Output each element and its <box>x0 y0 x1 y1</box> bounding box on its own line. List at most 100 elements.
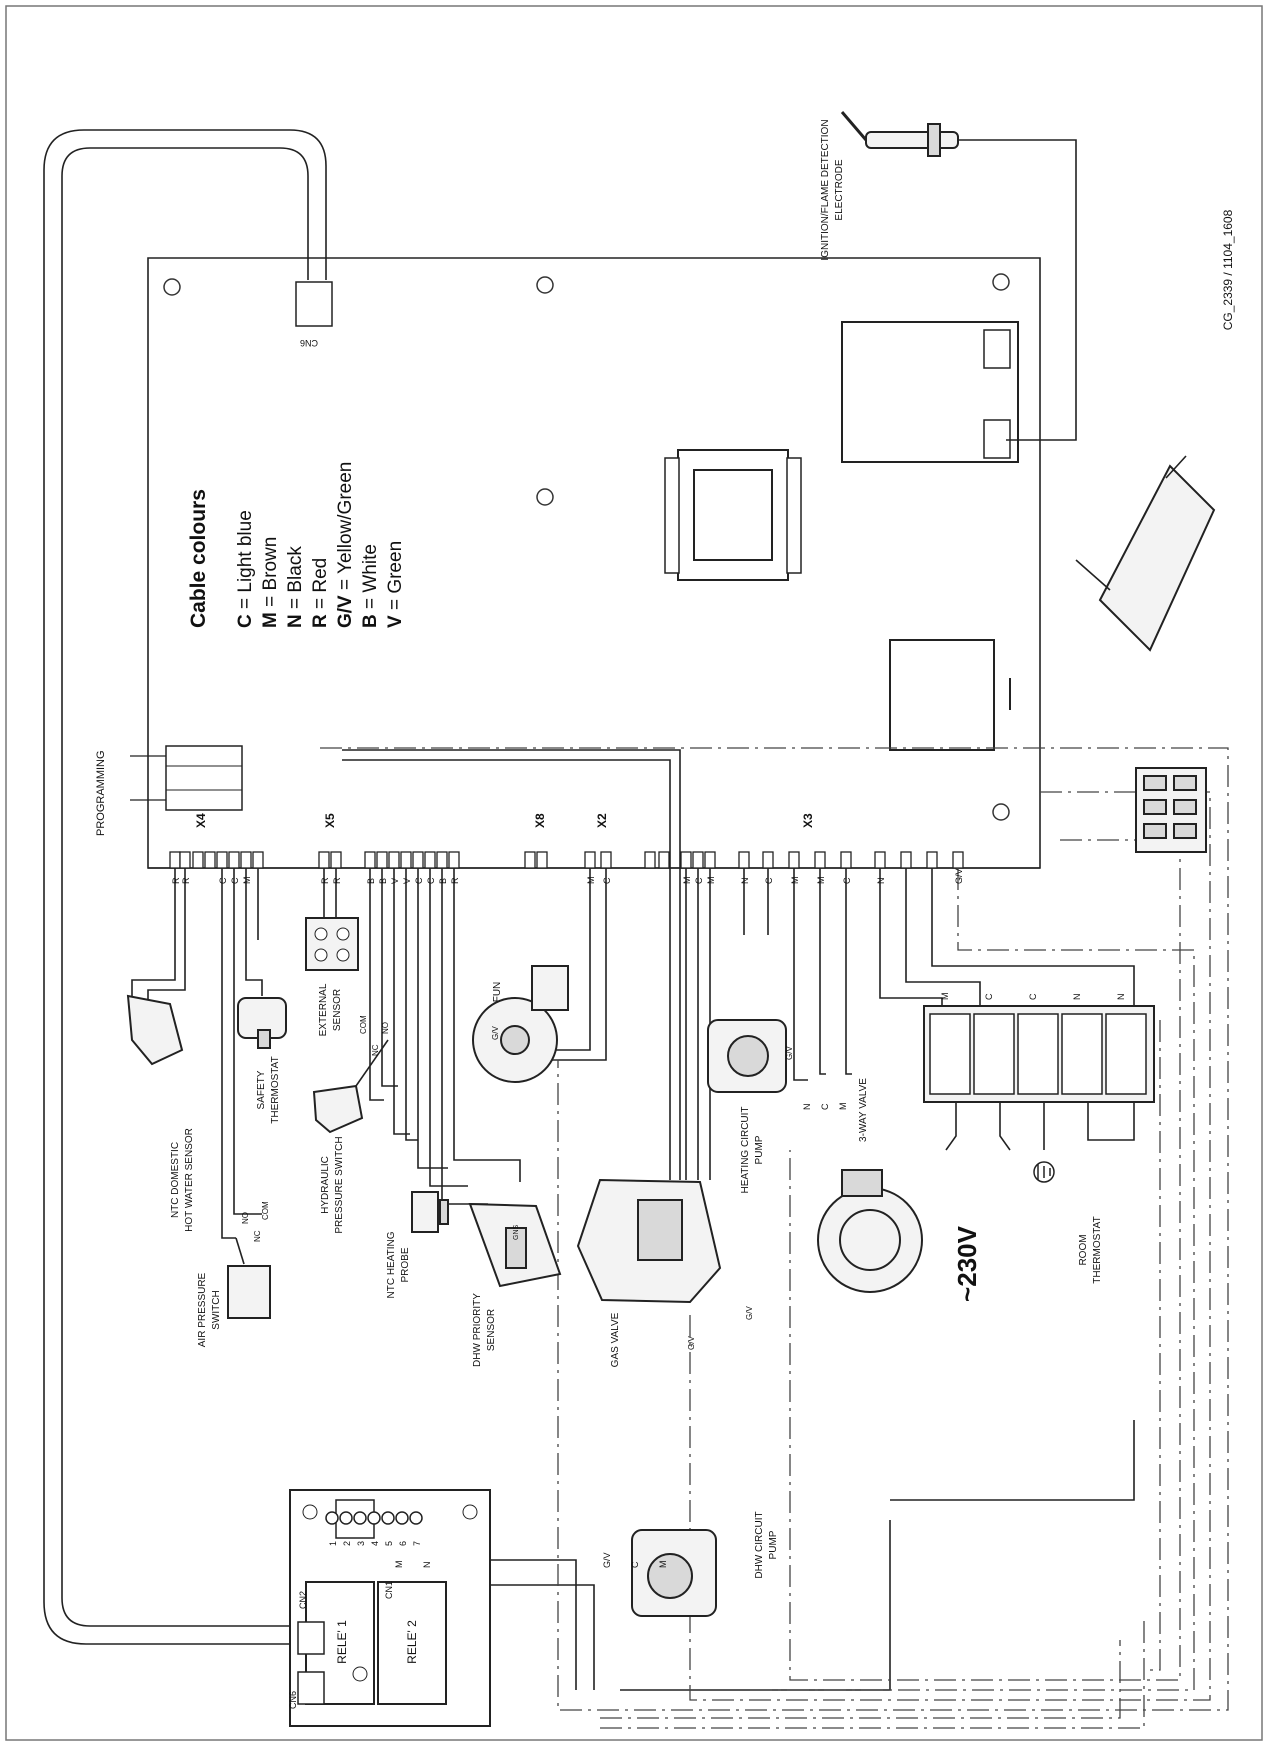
safety-thermostat-label-2: THERMOSTAT <box>270 1056 281 1123</box>
connector-pin <box>228 851 240 869</box>
connector-pin <box>762 851 774 869</box>
contact-label: NC <box>253 1230 262 1242</box>
relay-terminal <box>325 1511 339 1525</box>
cn6-connector <box>295 281 333 327</box>
wire-code-x3: C <box>694 877 704 884</box>
valve-terminal-code: C <box>984 993 994 1000</box>
gas-valve <box>576 1178 722 1304</box>
mounting-hole <box>992 803 1010 821</box>
cn6-cable <box>61 147 309 1627</box>
room-thermostat-label-2: THERMOSTAT <box>1092 1216 1103 1283</box>
rele2-label: RELE' 2 <box>405 1620 419 1664</box>
relay-terminal <box>353 1511 367 1525</box>
contact-label: NC <box>371 1044 380 1056</box>
wire-code-x2: C <box>602 877 612 884</box>
valve-terminal-code: N <box>1072 994 1082 1001</box>
connector-pin <box>216 851 228 869</box>
wire-code-x5: B <box>366 878 376 884</box>
programming-label: PROGRAMMING <box>95 750 107 836</box>
pump-terminal-code: M <box>838 1103 848 1111</box>
contact-label: NO <box>381 1022 390 1034</box>
wire-code-x4: C <box>218 877 228 884</box>
ntc-heating-probe <box>411 1191 449 1233</box>
connector-pin <box>448 851 460 869</box>
contact-label: NO <box>241 1212 250 1224</box>
legend-entry: N = Black <box>285 546 306 628</box>
burner-bracket <box>1075 455 1216 652</box>
pump-terminal-code: C <box>820 1103 830 1110</box>
connector-pin <box>680 851 692 869</box>
connector-pin <box>169 851 181 869</box>
connector-pin <box>900 851 912 869</box>
wire-code-x5: B <box>378 878 388 884</box>
connector-pin <box>204 851 216 869</box>
relay-terminal-number: 4 <box>370 1541 380 1546</box>
gv-label: G/V <box>745 1306 754 1320</box>
safety-thermostat <box>237 997 287 1049</box>
room-thermostat-label: ROOM <box>1078 1234 1089 1265</box>
connector-pins <box>169 851 964 869</box>
relay-terminal <box>395 1511 409 1525</box>
connector-pin <box>600 851 612 869</box>
wire-code-x3: M <box>790 877 800 885</box>
wire-code-x5: V <box>390 878 400 884</box>
dhw-priority-sensor <box>468 1202 562 1288</box>
connector-x8-label: X8 <box>533 813 547 828</box>
wire-code-x3: N <box>876 878 886 885</box>
connector-pin <box>840 851 852 869</box>
connector-pin <box>874 851 886 869</box>
dhw-terminal-code: G/V <box>602 1552 612 1568</box>
relay-terminal-number: 2 <box>342 1541 352 1546</box>
fan <box>472 965 569 1083</box>
wire-code-x5: R <box>450 877 460 884</box>
earth-terminal-block <box>1135 767 1207 853</box>
ignition-electrode <box>840 111 1077 441</box>
wire-code-x3: M <box>682 877 692 885</box>
relay-terminal-number: 5 <box>384 1541 394 1546</box>
hydraulic-pressure-switch <box>312 1039 389 1134</box>
wire-code-x4: M <box>242 877 252 885</box>
mounting-hole <box>992 273 1010 291</box>
cn6-label: CN6 <box>300 338 318 348</box>
drawing-code: CG_2339 / 1104_1608 <box>1221 209 1235 330</box>
ntc-domestic-hot-water-sensor <box>126 994 184 1066</box>
contact-label: COM <box>359 1015 368 1034</box>
wire-code-x2: M <box>586 877 596 885</box>
external-sensor-label: EXTERNAL <box>318 983 329 1036</box>
main-control-board: CN6 PROGRAMMING X4 X5 X8 X2 X3 <box>95 257 1041 869</box>
gv-label: G/V <box>785 1046 794 1060</box>
connector-pin <box>330 851 342 869</box>
connector-pin <box>738 851 750 869</box>
air-pressure-switch <box>227 1237 271 1319</box>
heating-pump-label: HEATING CIRCUIT <box>740 1106 751 1193</box>
relay-terminal-number: 6 <box>398 1541 408 1546</box>
connector-pin <box>536 851 548 869</box>
relay-terminal-number: 7 <box>412 1541 422 1546</box>
cn2-label: CN2 <box>298 1591 308 1609</box>
connector-pin <box>376 851 388 869</box>
relay-terminal <box>367 1511 381 1525</box>
connector-pin <box>658 851 670 869</box>
dhw-circuit-pump <box>631 1529 717 1617</box>
connector-pin <box>318 851 330 869</box>
air-pressure-switch-label: AIR PRESSURE <box>197 1272 208 1347</box>
connector-x5-label: X5 <box>323 813 337 828</box>
ignition-electrode-label: IGNITION/FLAME DETECTION <box>820 119 831 260</box>
safety-thermostat-label: SAFETY <box>256 1070 267 1109</box>
external-sensor-label-2: SENSOR <box>332 989 343 1031</box>
ntc-dhw-label-2: HOT WATER SENSOR <box>184 1128 195 1232</box>
display-block <box>889 639 995 751</box>
hydraulic-switch-label: HYDRAULIC <box>320 1156 331 1214</box>
gv-label: G/V <box>491 1026 500 1040</box>
earth-symbol <box>1033 1161 1055 1183</box>
legend-entry: G/V = Yellow/Green <box>335 462 356 628</box>
connector-x3-label: X3 <box>801 813 815 828</box>
mounting-hole <box>163 278 181 296</box>
connector-x4-label: X4 <box>194 813 208 828</box>
connector-pin <box>692 851 704 869</box>
dhw-pump-label: DHW CIRCUIT <box>754 1511 765 1578</box>
programming-connector <box>130 745 243 811</box>
fan-label: FUN <box>492 982 503 1003</box>
dhw-pump-label-2: PUMP <box>768 1530 779 1559</box>
